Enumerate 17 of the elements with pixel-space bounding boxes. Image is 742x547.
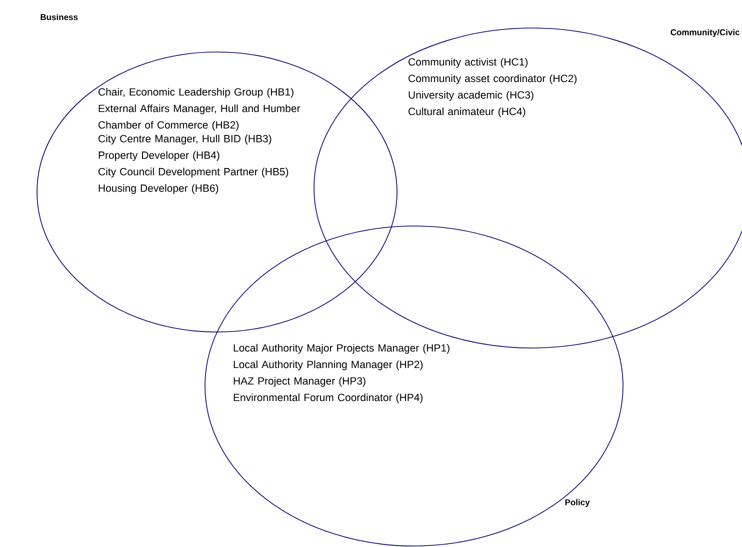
circle-heading: Business: [40, 14, 78, 20]
list-item: Property Developer (HB4): [98, 151, 220, 161]
list-item: HAZ Project Manager (HP3): [234, 376, 366, 387]
list-item: City Centre Manager, Hull BID (HB3): [98, 134, 272, 144]
list-item: Environmental Forum Coordinator (HP4): [234, 393, 423, 404]
list-item: Cultural animateur (HC4): [408, 107, 526, 118]
list-item: Housing Developer (HB6): [98, 184, 218, 194]
list-item: City Council Development Partner (HB5): [98, 168, 288, 178]
list-item: External Affairs Manager, Hull and Humber Chamber of Commerce (HB2): [98, 104, 300, 131]
list-item: Local Authority Planning Manager (HP2): [234, 360, 423, 370]
list-item: Community asset coordinator (HC2): [408, 74, 577, 84]
list-item: Chair, Economic Leadership Group (HB1): [98, 88, 294, 98]
list-item: Local Authority Major Projects Manager (HP1): [234, 344, 450, 354]
circle-heading: Policy: [565, 499, 590, 507]
circle-heading: Community/Civic: [670, 29, 740, 37]
list-item: University academic (HC3): [408, 90, 534, 101]
list-item: Community activist (HC1): [408, 58, 528, 68]
